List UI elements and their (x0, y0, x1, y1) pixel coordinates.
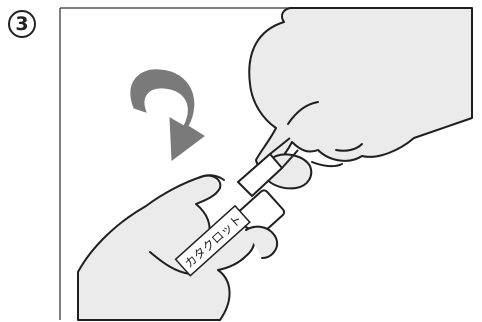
left-hand (78, 175, 277, 320)
right-hand (249, 8, 472, 188)
rotate-arrow-icon (131, 70, 204, 160)
